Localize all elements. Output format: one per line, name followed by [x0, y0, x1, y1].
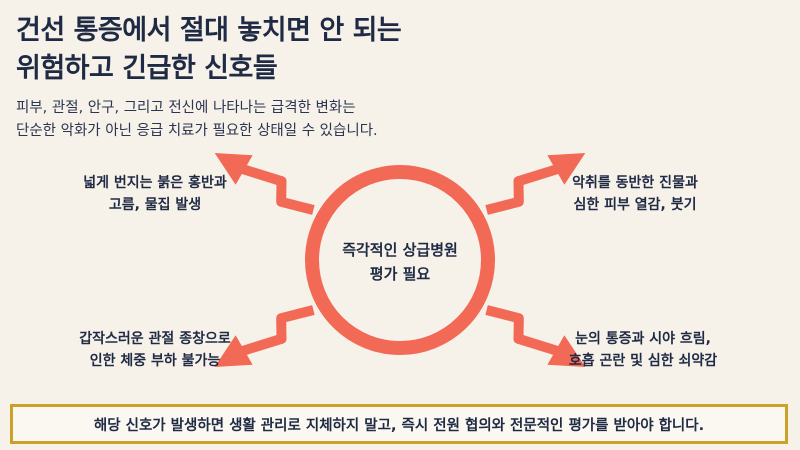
sign-bottom-left-line-1: 갑작스러운 관절 종창으로: [79, 331, 231, 347]
sign-bottom-left-line-2: 인한 체중 부하 불가능: [89, 353, 221, 369]
sign-top-right-line-2: 심한 피부 열감, 붓기: [573, 197, 697, 213]
sign-top-right-line-1: 악취를 동반한 진물과: [572, 175, 698, 191]
lightning-arrow-icon: [214, 153, 315, 215]
sign-bottom-right: 눈의 통증과 시야 흐림, 호흡 곤란 및 심한 쇠약감: [518, 328, 768, 372]
title-line-2: 위험하고 긴급한 신호들: [16, 53, 278, 84]
sign-bottom-right-line-1: 눈의 통증과 시야 흐림,: [575, 331, 711, 347]
footer-callout: 해당 신호가 발생하면 생활 관리로 지체하지 말고, 즉시 전원 협의와 전문…: [10, 404, 788, 444]
sign-top-right: 악취를 동반한 진물과 심한 피부 열감, 붓기: [510, 172, 760, 216]
lightning-arrow-icon: [485, 305, 586, 367]
subtitle-line-2: 단순한 악화가 아닌 응급 치료가 필요한 상태일 수 있습니다.: [16, 123, 378, 139]
center-line-2: 평가 필요: [369, 265, 431, 283]
lightning-arrow-icon: [485, 153, 586, 215]
sign-top-left-line-1: 넓게 번지는 붉은 홍반과: [83, 175, 227, 191]
sign-bottom-right-line-2: 호흡 곤란 및 심한 쇠약감: [568, 353, 718, 369]
sign-bottom-left: 갑작스러운 관절 종창으로 인한 체중 부하 불가능: [30, 328, 280, 372]
center-label: 즉각적인 상급병원 평가 필요: [300, 238, 500, 286]
center-ring: [305, 165, 495, 355]
subtitle-line-1: 피부, 관절, 안구, 그리고 전신에 나타나는 급격한 변화는: [16, 100, 356, 116]
title-line-1: 건선 통증에서 절대 놓치면 안 되는: [16, 15, 402, 46]
lightning-arrow-icon: [214, 305, 315, 367]
sign-top-left-line-2: 고름, 물집 발생: [108, 197, 202, 213]
sign-top-left: 넓게 번지는 붉은 홍반과 고름, 물집 발생: [30, 172, 280, 216]
center-line-1: 즉각적인 상급병원: [342, 241, 458, 259]
footer-text: 해당 신호가 발생하면 생활 관리로 지체하지 말고, 즉시 전원 협의와 전문…: [93, 417, 705, 434]
page-title: 건선 통증에서 절대 놓치면 안 되는 위험하고 긴급한 신호들: [16, 12, 402, 88]
page-subtitle: 피부, 관절, 안구, 그리고 전신에 나타나는 급격한 변화는 단순한 악화가…: [16, 97, 378, 143]
